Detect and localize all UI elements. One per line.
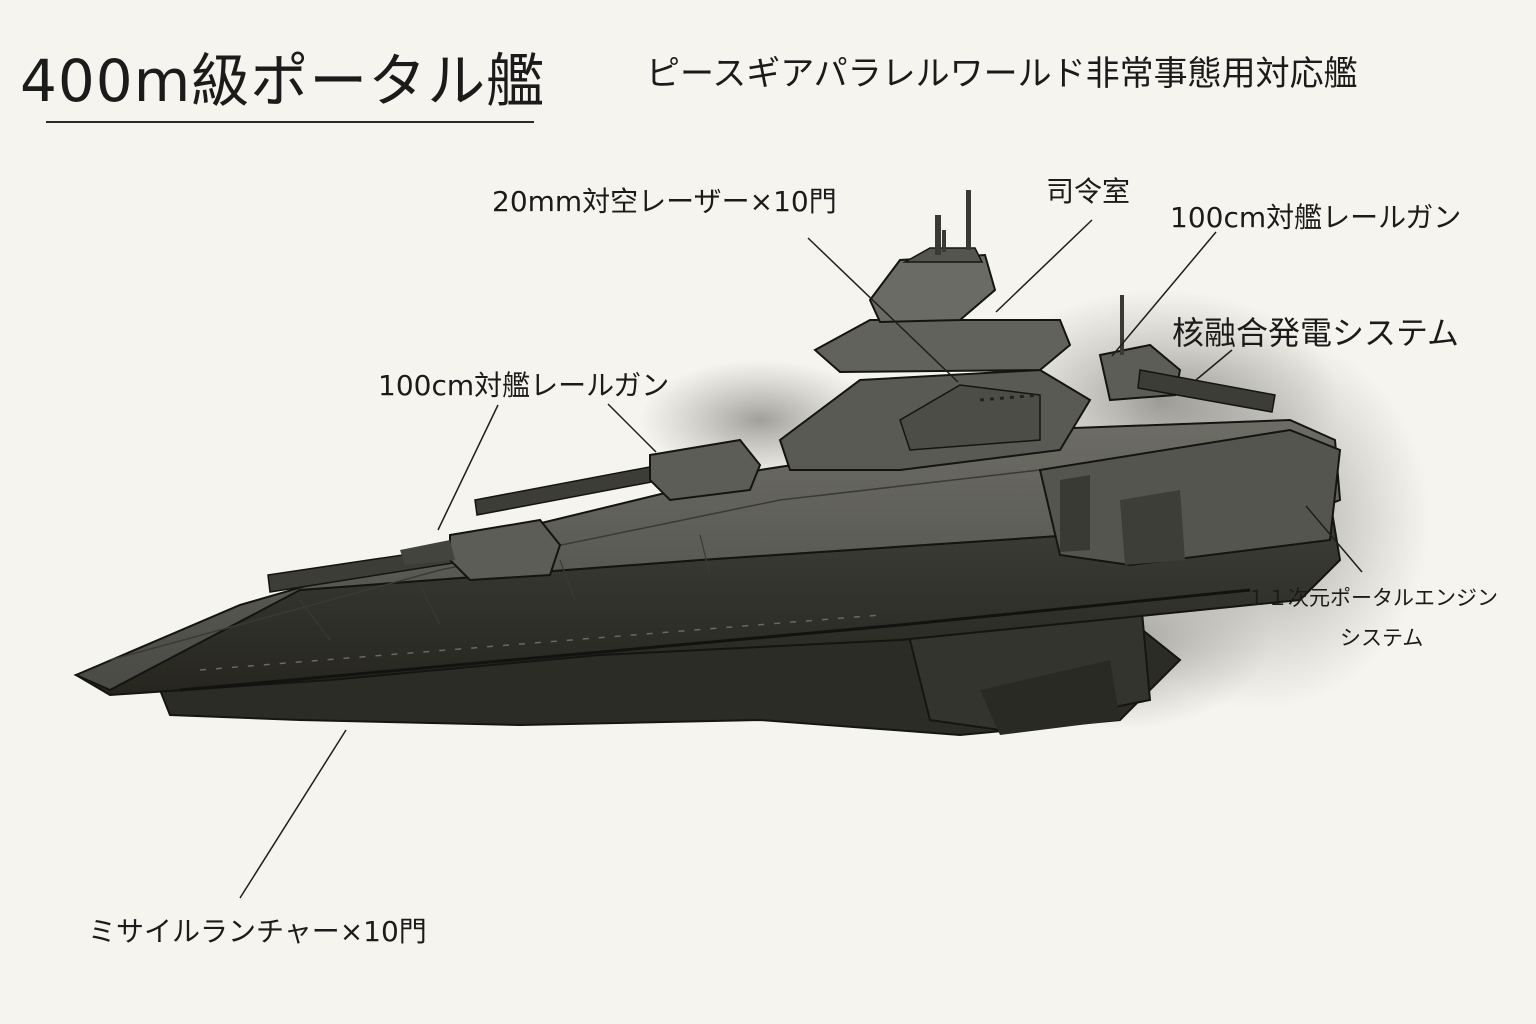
front-turret-2: [474, 438, 762, 516]
leader-railgun-rear: [1111, 231, 1217, 357]
page-subtitle: ピースギアパラレルワールド非常事態用対応艦: [646, 54, 1358, 94]
front-turret-1: [267, 518, 562, 593]
leader-bridge: [995, 219, 1093, 313]
label-bridge: 司令室: [1046, 175, 1131, 208]
label-engine-line1: １１次元ポータルエンジン: [1246, 586, 1498, 610]
main-hull-side: [73, 498, 1342, 697]
label-engine-line2: システム: [1340, 626, 1424, 650]
leader-engine: [1305, 505, 1363, 573]
leader-railgun-front-b: [607, 403, 657, 453]
leader-railgun-front-a: [437, 404, 499, 531]
side-module: [1038, 428, 1342, 567]
leader-aa-laser: [807, 237, 959, 383]
leader-lines: [239, 219, 1363, 899]
label-missile-launcher: ミサイルランチャー×10門: [88, 915, 427, 948]
title-underline: [46, 121, 534, 123]
superstructure: [778, 190, 1092, 471]
leader-fusion: [1195, 349, 1233, 381]
label-railgun-rear: 100cm対艦レールガン: [1170, 201, 1462, 234]
label-railgun-front: 100cm対艦レールガン: [378, 369, 670, 402]
label-fusion-system: 核融合発電システム: [1172, 314, 1460, 352]
lower-hull: [158, 588, 1182, 737]
page-title: 400m級ポータル艦: [20, 47, 546, 115]
label-aa-laser: 20mm対空レーザー×10門: [492, 185, 837, 218]
rear-turret: [1098, 295, 1276, 413]
leader-missile: [239, 729, 347, 899]
